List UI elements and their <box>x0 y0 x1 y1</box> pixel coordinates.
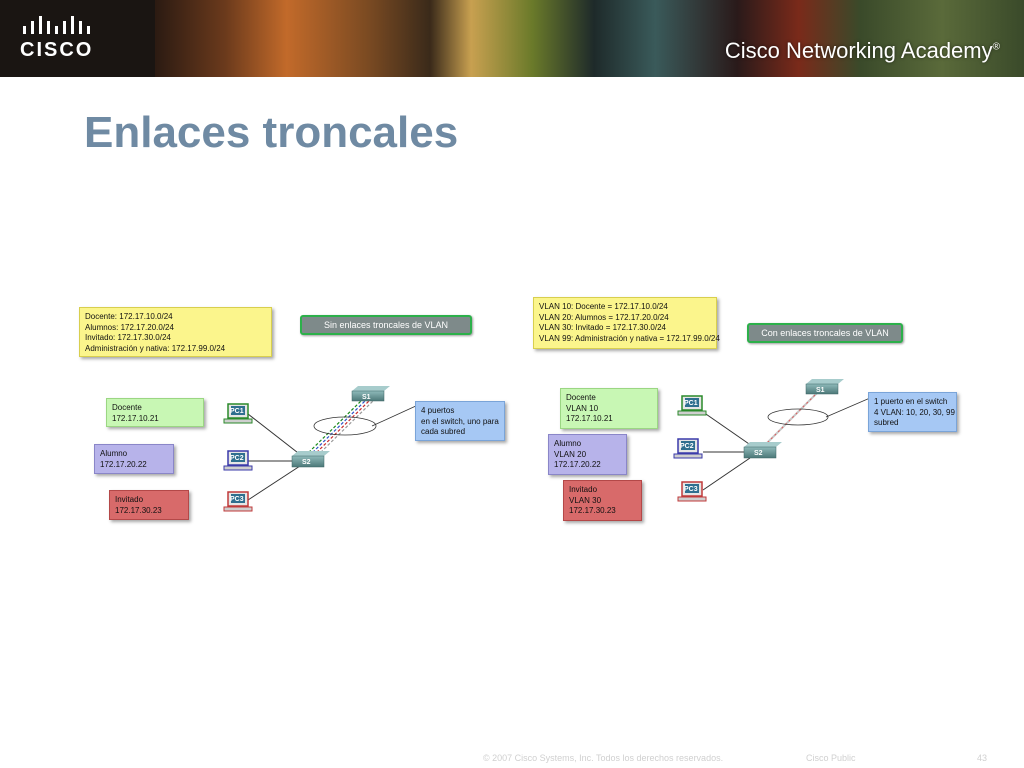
right-mode-label: Con enlaces troncales de VLAN <box>747 323 903 343</box>
right-note-leader <box>825 397 871 418</box>
right-link-pc1-s2 <box>702 411 753 447</box>
right-trunk-ellipse <box>767 408 829 426</box>
cisco-logo: CISCO <box>0 0 155 77</box>
right-s2-label: S2 <box>754 450 763 457</box>
right-note-line: subred <box>874 418 899 427</box>
left-link-green <box>304 399 363 457</box>
right-pc2-icon: PC2 <box>673 438 703 459</box>
right-host-invitado: Invitado VLAN 30 172.17.30.23 <box>563 480 642 521</box>
footer-classification: Cisco Public <box>806 753 856 763</box>
left-mode-label: Sin enlaces troncales de VLAN <box>300 315 472 335</box>
academy-title-text: Cisco Networking Academy <box>724 38 993 63</box>
left-subnet-line: Administración y nativa: 172.17.99.0/24 <box>85 343 226 353</box>
right-s1-label: S1 <box>816 387 825 394</box>
left-pc3-label: PC3 <box>230 496 244 503</box>
left-host-line: Invitado <box>115 495 144 504</box>
left-subnet-line: Docente: 172.17.10.0/24 <box>85 312 173 321</box>
right-host-docente: Docente VLAN 10 172.17.10.21 <box>560 388 658 429</box>
right-host-line: 172.17.30.23 <box>569 506 616 515</box>
left-link-red <box>312 399 371 457</box>
left-note-line: cada subred <box>421 427 466 436</box>
right-pc2-label: PC2 <box>680 443 694 450</box>
left-pc2-icon: PC2 <box>223 450 253 471</box>
left-links <box>247 399 419 501</box>
left-host-line: 172.17.30.23 <box>115 505 162 515</box>
left-note-leader <box>371 404 419 427</box>
right-host-line: VLAN 30 <box>569 495 602 505</box>
right-host-line: VLAN 20 <box>554 449 587 459</box>
left-host-alumno: Alumno 172.17.20.22 <box>94 444 174 474</box>
right-trunk-link-bg <box>763 391 819 447</box>
right-host-line: 172.17.10.21 <box>566 414 613 423</box>
right-pc3-label: PC3 <box>684 486 698 493</box>
left-subnet-line: Invitado: 172.17.30.0/24 <box>85 333 171 342</box>
left-note-line: 4 puertos <box>421 406 455 415</box>
left-note-line: en el switch, uno para <box>421 416 499 426</box>
right-s1-switch-icon: S1 <box>805 379 844 395</box>
right-note-line: 4 VLAN: 10, 20, 30, 99 <box>874 407 955 417</box>
left-host-line: 172.17.10.21 <box>112 413 159 423</box>
academy-title: Cisco Networking Academy® <box>725 38 1000 64</box>
right-host-line: 172.17.20.22 <box>554 460 601 469</box>
right-subnet-box: VLAN 10: Docente = 172.17.10.0/24 VLAN 2… <box>533 297 720 349</box>
right-subnet-line: VLAN 10: Docente = 172.17.10.0/24 <box>539 302 668 311</box>
right-subnet-line: VLAN 20: Alumnos = 172.17.20.0/24 <box>539 312 669 322</box>
slide-title: Enlaces troncales <box>84 108 459 157</box>
cisco-logo-text: CISCO <box>20 39 94 61</box>
cisco-bars-icon <box>23 16 90 34</box>
right-s2-switch-icon: S2 <box>743 442 782 459</box>
left-link-pc1-s2 <box>247 413 303 457</box>
right-host-line: Invitado <box>569 485 598 494</box>
left-subnet-line: Alumnos: 172.17.20.0/24 <box>85 322 174 332</box>
left-link-pc3-s2 <box>247 465 301 501</box>
left-host-docente: Docente 172.17.10.21 <box>106 398 204 427</box>
left-host-line: Alumno <box>100 449 128 458</box>
right-host-alumno: Alumno VLAN 20 172.17.20.22 <box>548 434 627 475</box>
right-host-line: Alumno <box>554 439 582 448</box>
left-s2-label: S2 <box>302 459 311 466</box>
left-s2-switch-icon: S2 <box>291 451 330 468</box>
left-link-grey <box>316 399 375 457</box>
left-trunk-ellipse <box>313 416 377 436</box>
header-banner: CISCO Cisco Networking Academy® <box>0 0 1024 77</box>
academy-title-mark: ® <box>992 41 1000 53</box>
left-host-line: Docente <box>112 403 142 412</box>
left-host-invitado: Invitado 172.17.30.23 <box>109 490 189 520</box>
right-host-line: VLAN 10 <box>566 403 599 413</box>
left-host-line: 172.17.20.22 <box>100 459 147 469</box>
left-pc1-label: PC1 <box>230 408 244 415</box>
left-s1-label: S1 <box>362 394 371 401</box>
right-note-line: 1 puerto en el switch <box>874 397 948 406</box>
footer-page-number: 43 <box>977 753 988 763</box>
right-host-line: Docente <box>566 393 596 402</box>
right-subnet-line: VLAN 99: Administración y nativa = 172.1… <box>539 333 720 343</box>
left-pc1-icon: PC1 <box>223 403 253 424</box>
left-pc2-label: PC2 <box>230 455 244 462</box>
left-pc3-icon: PC3 <box>223 491 253 512</box>
right-subnet-line: VLAN 30: Invitado = 172.17.30.0/24 <box>539 323 666 332</box>
left-s1-switch-icon: S1 <box>351 386 390 402</box>
right-note-box: 1 puerto en el switch 4 VLAN: 10, 20, 30… <box>868 392 957 432</box>
right-links <box>702 391 871 491</box>
left-note-box: 4 puertos en el switch, uno para cada su… <box>415 401 505 441</box>
right-pc1-label: PC1 <box>684 400 698 407</box>
left-link-blue <box>308 399 367 457</box>
footer-copyright: © 2007 Cisco Systems, Inc. Todos los der… <box>483 753 724 763</box>
right-pc1-icon: PC1 <box>677 395 707 416</box>
left-subnet-box: Docente: 172.17.10.0/24 Alumnos: 172.17.… <box>79 307 272 357</box>
right-pc3-icon: PC3 <box>677 481 707 502</box>
right-link-pc3-s2 <box>702 457 751 491</box>
